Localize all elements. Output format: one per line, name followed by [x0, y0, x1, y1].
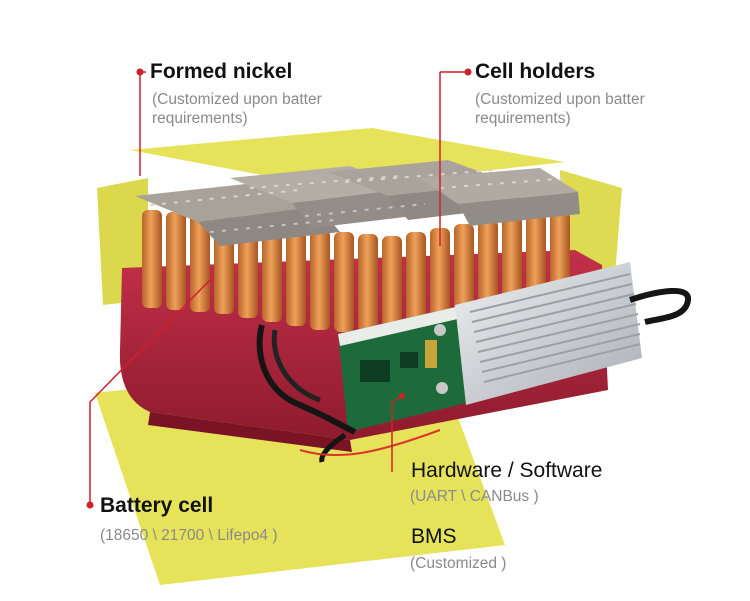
battery-cell-subtitle: (18650 \ 21700 \ Lifepo4 ) [100, 527, 278, 544]
bms-title: BMS [411, 525, 457, 548]
cell-holders-title: Cell holders [475, 60, 596, 83]
formed-nickel-subtitle: (Customized upon batter requirements) [152, 91, 322, 127]
bms-subtitle: (Customized ) [410, 555, 507, 572]
heatsink [455, 262, 642, 405]
hardware-software-title: Hardware / Software [411, 459, 603, 482]
formed-nickel-strips [135, 160, 580, 246]
bms-board [338, 306, 470, 432]
leader-lines [89, 71, 468, 505]
formed-nickel-title: Formed nickel [150, 60, 293, 83]
leader-line-dots [86, 68, 472, 509]
battery-cells [142, 210, 570, 332]
hardware-software-subtitle: (UART \ CANBus ) [410, 488, 539, 505]
battery-cell-title: Battery cell [100, 494, 214, 517]
cables [256, 287, 691, 463]
cell-holders-subtitle: (Customized upon batter requirements) [475, 91, 645, 127]
wrap-film-lower-edge [148, 412, 352, 452]
